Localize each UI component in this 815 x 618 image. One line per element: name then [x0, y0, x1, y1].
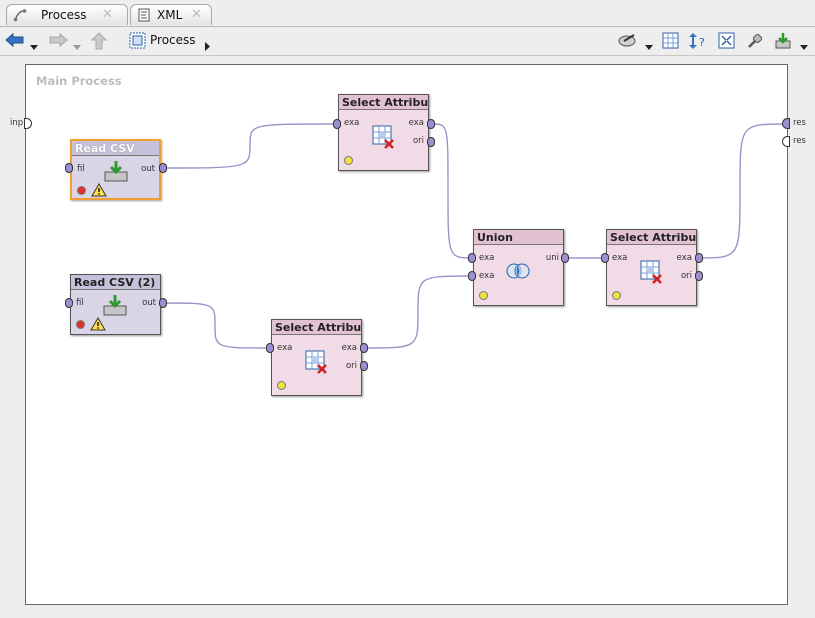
- union-output-port[interactable]: [561, 253, 569, 263]
- status-icon: [479, 291, 488, 300]
- operator-select-attributes-1[interactable]: Select Attribu... exa exa ori: [338, 94, 429, 171]
- select-attributes-icon: [372, 125, 396, 153]
- auto-wire-icon[interactable]: [618, 32, 640, 50]
- process-result-port-2[interactable]: [782, 136, 790, 147]
- operator-select-attributes-2[interactable]: Select Attribu... exa exa ori: [271, 319, 362, 396]
- breadcrumb[interactable]: Process: [150, 33, 196, 47]
- read-csv-2-input-port[interactable]: [65, 298, 73, 308]
- operator-read-csv[interactable]: Read CSV fil out: [70, 139, 161, 200]
- read-csv-2-output-port[interactable]: [159, 298, 167, 308]
- operator-title: Select Attribu...: [607, 230, 696, 245]
- output-port-label: exa: [341, 343, 357, 353]
- select-1-output-port[interactable]: [427, 119, 435, 129]
- original-port-label: ori: [345, 361, 357, 371]
- fit-view-icon[interactable]: [718, 32, 735, 50]
- tab-xml-label: XML: [157, 8, 183, 22]
- output-port-label: exa: [408, 118, 424, 128]
- export-icon[interactable]: [774, 32, 794, 50]
- select-2-output-port[interactable]: [360, 343, 368, 353]
- original-port-label: ori: [680, 271, 692, 281]
- wire-select-2-to-union: [363, 275, 474, 349]
- input-port-label: exa: [479, 271, 495, 281]
- process-result-port-2-label: res: [793, 136, 806, 146]
- warning-icon: [91, 182, 107, 201]
- tab-process-label: Process: [41, 8, 87, 22]
- select-attributes-icon: [640, 260, 664, 288]
- wire-select-3-to-result: [697, 123, 786, 259]
- wire-read-csv-to-select-1: [159, 123, 336, 169]
- canvas-title: Main Process: [36, 74, 122, 88]
- process-breadcrumb-icon: [129, 32, 146, 50]
- svg-text:?: ?: [699, 36, 705, 49]
- close-icon[interactable]: ✕: [102, 7, 113, 22]
- warning-icon: [90, 316, 106, 335]
- grid-icon[interactable]: [662, 32, 679, 50]
- up-arrow-icon[interactable]: [90, 32, 108, 50]
- output-port-label: out: [142, 298, 156, 308]
- select-attributes-icon: [305, 350, 329, 378]
- select-2-input-port[interactable]: [266, 343, 274, 353]
- operator-title: Select Attribu...: [272, 320, 361, 335]
- read-csv-icon: [104, 160, 128, 186]
- tab-process[interactable]: Process ✕: [6, 4, 128, 25]
- xml-icon: [137, 8, 151, 25]
- input-port-label: exa: [277, 343, 293, 353]
- operator-title: Read CSV: [72, 141, 159, 156]
- error-status-icon: [76, 320, 85, 329]
- back-arrow-icon[interactable]: [5, 32, 25, 50]
- input-port-label: fil: [76, 298, 84, 308]
- process-result-port-1-label: res: [793, 118, 806, 128]
- arrange-icon[interactable]: ?: [688, 32, 708, 50]
- operator-title: Union: [474, 230, 563, 245]
- select-2-original-port[interactable]: [360, 361, 368, 371]
- read-csv-input-port[interactable]: [65, 163, 73, 173]
- select-3-output-port[interactable]: [695, 253, 703, 263]
- wire-read-csv-2-to-select-2: [159, 302, 271, 349]
- input-port-label: exa: [479, 253, 495, 263]
- union-input-port-2[interactable]: [468, 271, 476, 281]
- plug-icon[interactable]: [746, 32, 764, 50]
- tab-xml[interactable]: XML ✕: [130, 4, 212, 25]
- status-icon: [277, 381, 286, 390]
- output-port-label: exa: [676, 253, 692, 263]
- process-input-port-label: inp: [10, 118, 24, 128]
- chevron-right-icon[interactable]: [205, 36, 211, 54]
- error-status-icon: [77, 186, 86, 195]
- export-dropdown-icon[interactable]: [800, 36, 808, 54]
- select-3-input-port[interactable]: [601, 253, 609, 263]
- operator-union[interactable]: Union exa exa uni: [473, 229, 564, 306]
- forward-arrow-icon[interactable]: [48, 32, 68, 50]
- output-port-label: uni: [545, 253, 559, 263]
- input-port-label: exa: [612, 253, 628, 263]
- auto-wire-dropdown-icon[interactable]: [645, 36, 653, 54]
- operator-select-attributes-3[interactable]: Select Attribu... exa exa ori: [606, 229, 697, 306]
- process-input-port[interactable]: [24, 118, 32, 129]
- select-1-input-port[interactable]: [333, 119, 341, 129]
- read-csv-icon: [103, 294, 127, 320]
- process-toolbar: Process ?: [0, 27, 815, 56]
- operator-title: Read CSV (2): [71, 275, 160, 290]
- status-icon: [344, 156, 353, 165]
- editor-tab-bar: Process ✕ XML ✕: [0, 0, 815, 27]
- forward-dropdown-icon[interactable]: [73, 36, 81, 54]
- input-port-label: exa: [344, 118, 360, 128]
- select-1-original-port[interactable]: [427, 137, 435, 147]
- process-icon: [13, 8, 27, 25]
- operator-read-csv-2[interactable]: Read CSV (2) fil out: [70, 274, 161, 335]
- input-port-label: fil: [77, 164, 85, 174]
- output-port-label: out: [141, 164, 155, 174]
- select-3-original-port[interactable]: [695, 271, 703, 281]
- close-icon[interactable]: ✕: [191, 7, 202, 22]
- union-icon: [505, 263, 531, 283]
- back-dropdown-icon[interactable]: [30, 36, 38, 54]
- read-csv-output-port[interactable]: [159, 163, 167, 173]
- operator-title: Select Attribu...: [339, 95, 428, 110]
- union-input-port-1[interactable]: [468, 253, 476, 263]
- original-port-label: ori: [412, 136, 424, 146]
- status-icon: [612, 291, 621, 300]
- wire-select-1-to-union: [431, 123, 474, 259]
- process-result-port-1[interactable]: [782, 118, 790, 129]
